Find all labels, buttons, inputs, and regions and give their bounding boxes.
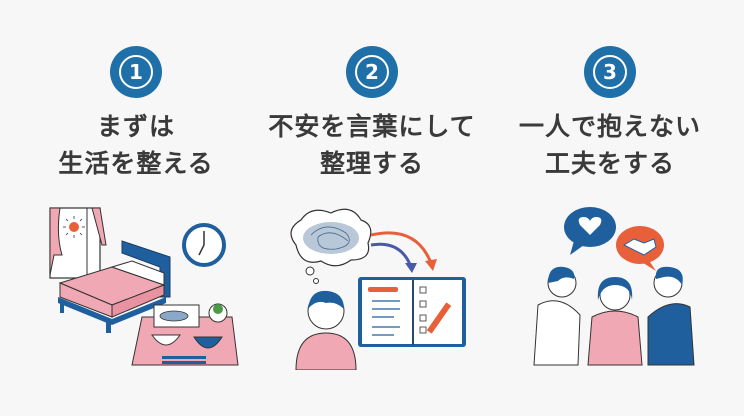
sun-icon	[63, 216, 85, 238]
step-number-badge: 2	[346, 46, 398, 98]
person-left-icon	[533, 266, 581, 366]
step-title-line2: 工夫をする	[544, 149, 675, 178]
step-number-badge: 1	[110, 46, 162, 98]
step-3: 3 一人で抱えない 工夫をする	[486, 0, 734, 416]
person-icon	[295, 290, 357, 370]
step-title-line1: 一人で抱えない	[518, 112, 701, 141]
people-support-illustration	[533, 207, 695, 366]
step-title-line2: 生活を整える	[58, 149, 214, 178]
thinking-notebook-illustration	[290, 208, 466, 370]
person-right-icon	[647, 266, 695, 366]
thought-cloud-icon	[290, 208, 372, 284]
step-2: 2 不安を言葉にして 整理する	[248, 0, 496, 416]
handshake-bubble-icon	[616, 226, 664, 271]
step-title-line1: まずは	[96, 112, 175, 141]
step-1: 1 まずは 生活を整える	[12, 0, 260, 416]
notebook-icon	[358, 277, 466, 347]
meal-icon	[131, 303, 239, 366]
step-title: まずは 生活を整える	[12, 108, 260, 182]
person-center-icon	[587, 277, 643, 366]
heart-bubble-icon	[564, 207, 616, 255]
step-title: 不安を言葉にして 整理する	[248, 108, 496, 182]
step-title-line2: 整理する	[319, 149, 424, 178]
step-number-badge: 3	[584, 46, 636, 98]
step-number: 3	[593, 55, 627, 89]
step-title: 一人で抱えない 工夫をする	[486, 108, 734, 182]
bedroom-illustration	[49, 207, 239, 366]
step-number: 1	[119, 55, 153, 89]
step-title-line1: 不安を言葉にして	[268, 112, 476, 141]
clock-icon	[182, 223, 226, 267]
bed-icon	[58, 240, 171, 333]
step-number: 2	[355, 55, 389, 89]
